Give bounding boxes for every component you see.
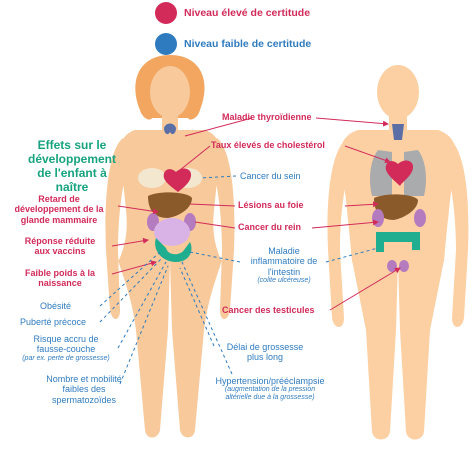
- high-certainty-legend-dot: [155, 2, 177, 24]
- high-certainty-legend-label: Niveau élevé de certitude: [184, 7, 311, 19]
- pregnancy-delay-label: Délai de grossesse plus long: [226, 342, 304, 363]
- hypertension-label: Hypertension/prééclampsie (augmentation …: [215, 376, 325, 402]
- sperm-quality-label: Nombre et mobilité faibles des spermatoz…: [46, 374, 122, 405]
- obesity-label: Obésité: [40, 301, 72, 311]
- connectors: [99, 117, 401, 385]
- breast-cancer-label: Cancer du sein: [240, 171, 301, 181]
- female-intestine-icon: [155, 238, 192, 262]
- mammary-development-label: Retard de développement de la glande mam…: [14, 194, 104, 225]
- female-left-breast-icon: [138, 168, 166, 188]
- vaccine-response-label: Réponse réduite aux vaccins: [24, 236, 96, 257]
- low-certainty-legend-label: Niveau faible de certitude: [184, 38, 312, 50]
- miscarriage-label: Risque accru de fausse-couche (par ex. p…: [22, 334, 110, 362]
- low-certainty-legend-dot: [155, 33, 177, 55]
- testicular-cancer-label: Cancer des testicules: [222, 305, 315, 315]
- male-intestine-icon: [376, 232, 420, 252]
- female-heart-icon: [163, 168, 192, 192]
- female-thyroid-icon: [164, 123, 176, 135]
- kidney-cancer-label: Cancer du rein: [238, 222, 302, 232]
- male-lungs-icon: [370, 150, 426, 196]
- female-uterus-icon: [154, 218, 190, 246]
- low-birthweight-label: Faible poids à la naissance: [24, 268, 96, 289]
- cholesterol-label: Taux élevés de cholestérol: [211, 140, 325, 150]
- male-kidney-left-icon: [372, 209, 384, 227]
- thyroid-label: Maladie thyroïdienne: [222, 112, 312, 122]
- male-kidney-right-icon: [414, 209, 426, 227]
- male-liver-icon: [374, 194, 418, 220]
- unborn-child-heading: Effets sur le développement de l'enfant …: [27, 138, 117, 194]
- male-testis-right-icon: [399, 260, 409, 272]
- ibd-label: Maladie inflammatoire de l'intestin (col…: [250, 246, 318, 285]
- female-liver-icon: [148, 192, 192, 218]
- male-thyroid-icon: [392, 124, 404, 140]
- male-body: [327, 65, 469, 440]
- early-puberty-label: Puberté précoce: [20, 317, 87, 327]
- liver-damage-label: Lésions au foie: [238, 200, 304, 210]
